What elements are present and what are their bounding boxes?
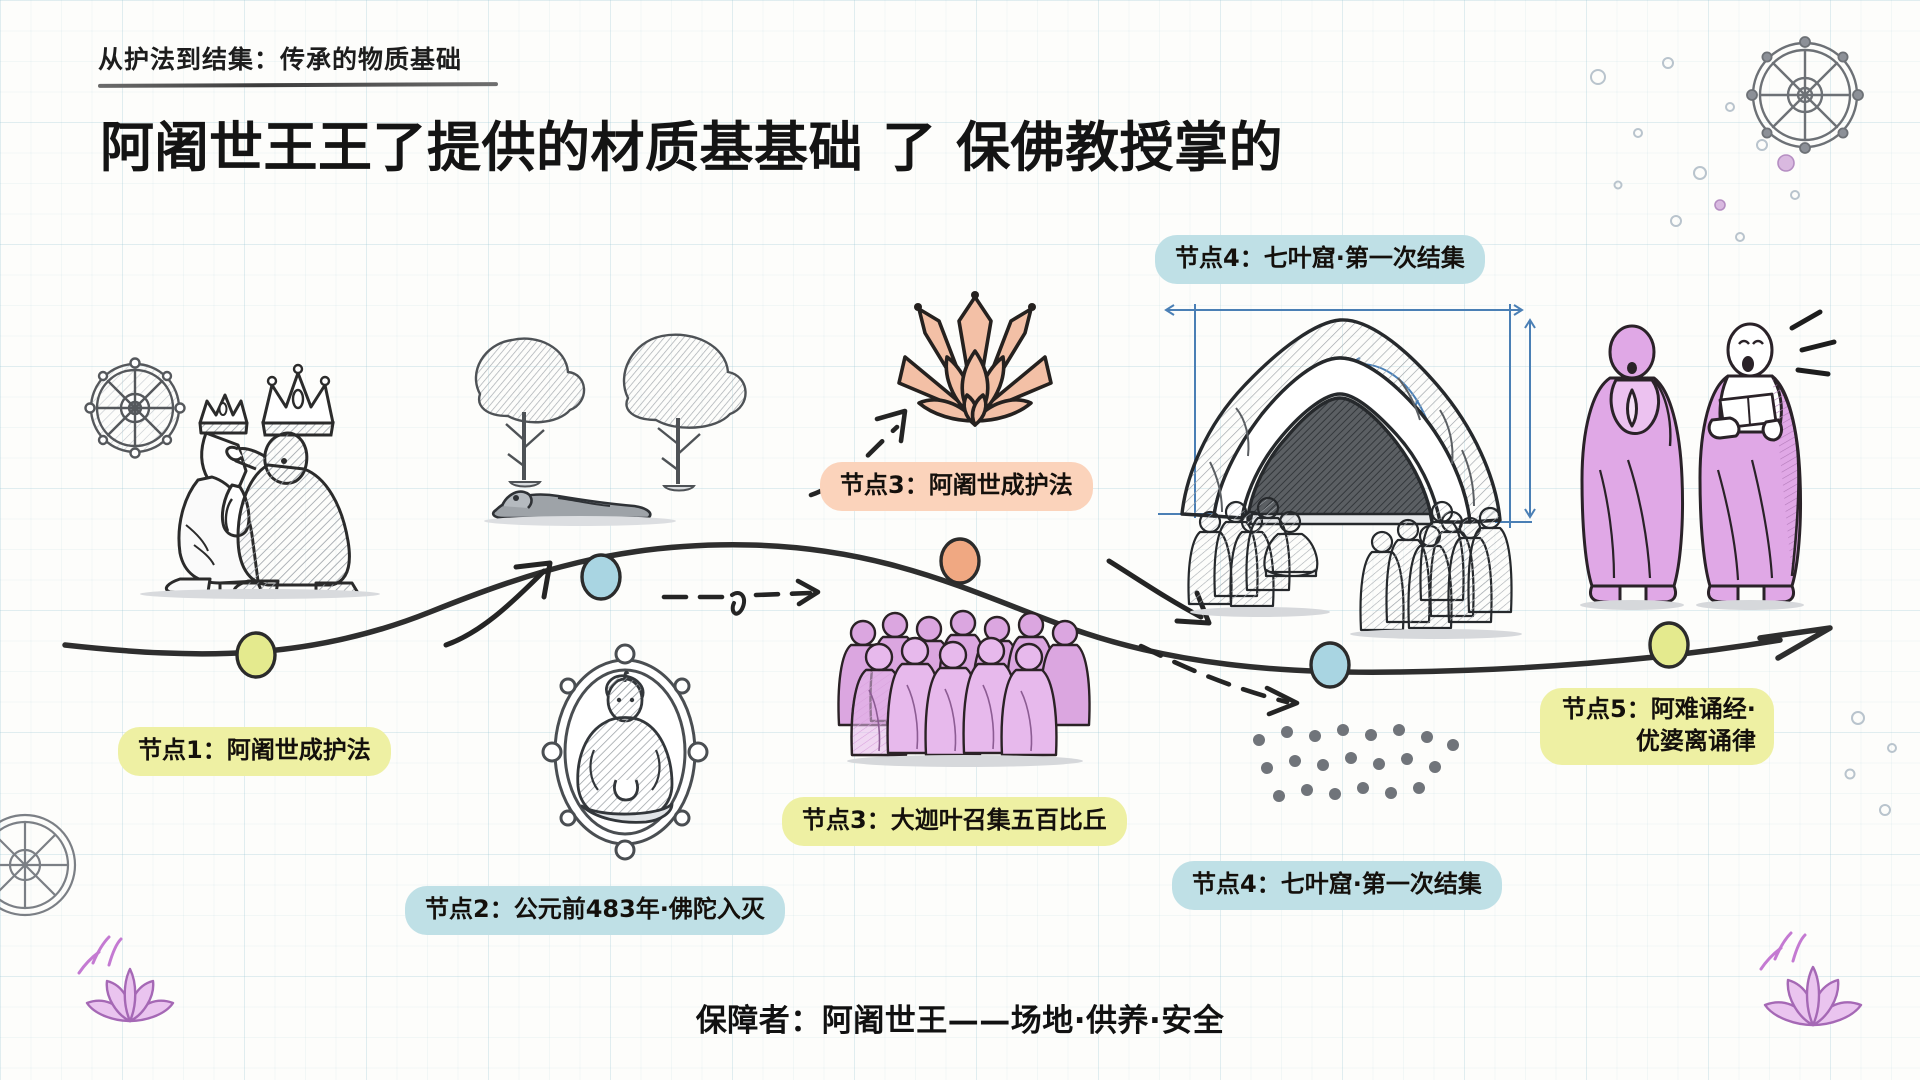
- lotus-decor-bottom-left: [55, 925, 205, 1045]
- lotus-decor-bottom-right: [1735, 925, 1895, 1050]
- dot-cluster-decor: [1245, 720, 1475, 830]
- label-node5-line2: 优婆离诵律: [1635, 726, 1756, 755]
- cave-monks-left: [1187, 496, 1319, 608]
- eyebrow-block: 从护法到结集：传承的物质基础: [97, 40, 499, 88]
- sal-trees-illustration: [450, 320, 790, 540]
- label-node4-top: 节点4：七叶窟·第一次结集: [1155, 235, 1485, 284]
- coronation-illustration: [80, 345, 410, 599]
- page-title: 阿阇世王王了提供的材质基基础 了 保佛教授掌的: [100, 116, 1284, 179]
- node-dot-3: [937, 536, 983, 586]
- monk-reading-figure: [1698, 322, 1803, 604]
- node-dot-2: [578, 552, 624, 602]
- monk-chanting-figure: [1580, 324, 1685, 604]
- dharma-wheel-top-right: [1740, 30, 1870, 160]
- seated-buddha-figure: [576, 670, 674, 824]
- monk-assembly-illustration: [835, 595, 1105, 785]
- label-node2: 节点2：公元前483年·佛陀入灭: [405, 886, 785, 935]
- dharma-wheel-icon: [84, 357, 186, 459]
- sal-tree-right: [622, 333, 747, 492]
- label-node3-top: 节点3：阿阇世成护法: [820, 462, 1093, 511]
- bubble-decor-right: [1830, 700, 1920, 860]
- connector-arrow-dashed-1: [660, 575, 850, 635]
- buddha-medallion-illustration: [520, 640, 730, 870]
- connector-arrow-dashed-2: [1135, 640, 1335, 720]
- sal-tree-left: [474, 337, 586, 488]
- label-node5: 节点5：阿难诵经· 优婆离诵律: [1540, 688, 1774, 766]
- timeline-path: [60, 520, 1890, 700]
- node-dot-4: [1307, 640, 1353, 690]
- label-node1: 节点1：阿阇世成护法: [118, 727, 391, 776]
- crown-icon: [261, 363, 335, 437]
- node-dot-1: [233, 630, 279, 680]
- label-node5-line1: 节点5：阿难诵经·: [1562, 695, 1756, 723]
- dharma-wheel-bottom-left: [0, 800, 100, 930]
- cave-monks-right: [1359, 500, 1513, 632]
- reciting-monks-illustration: [1570, 309, 1860, 610]
- connector-arrow-1: [440, 545, 580, 655]
- reclining-buddha-figure: [491, 490, 652, 520]
- footer-caption: 保障者：阿阇世王——场地·供养·安全: [695, 1003, 1225, 1039]
- bubble-decor-top-right: [1580, 55, 1880, 285]
- monk-blessing-figure: [225, 431, 360, 595]
- label-node3-bottom: 节点3：大迦叶召集五百比丘: [782, 797, 1127, 846]
- lotus-illustration: [875, 285, 1075, 445]
- seven-leaf-cave-illustration: [1140, 300, 1560, 640]
- speech-lines-icon: [1789, 309, 1837, 377]
- eyebrow-underline: [97, 82, 499, 88]
- cave-rock: [1180, 318, 1502, 526]
- node-dot-5: [1646, 620, 1692, 670]
- label-node4-bottom: 节点4：七叶窟·第一次结集: [1172, 861, 1502, 910]
- eyebrow-text: 从护法到结集：传承的物质基础: [98, 46, 463, 74]
